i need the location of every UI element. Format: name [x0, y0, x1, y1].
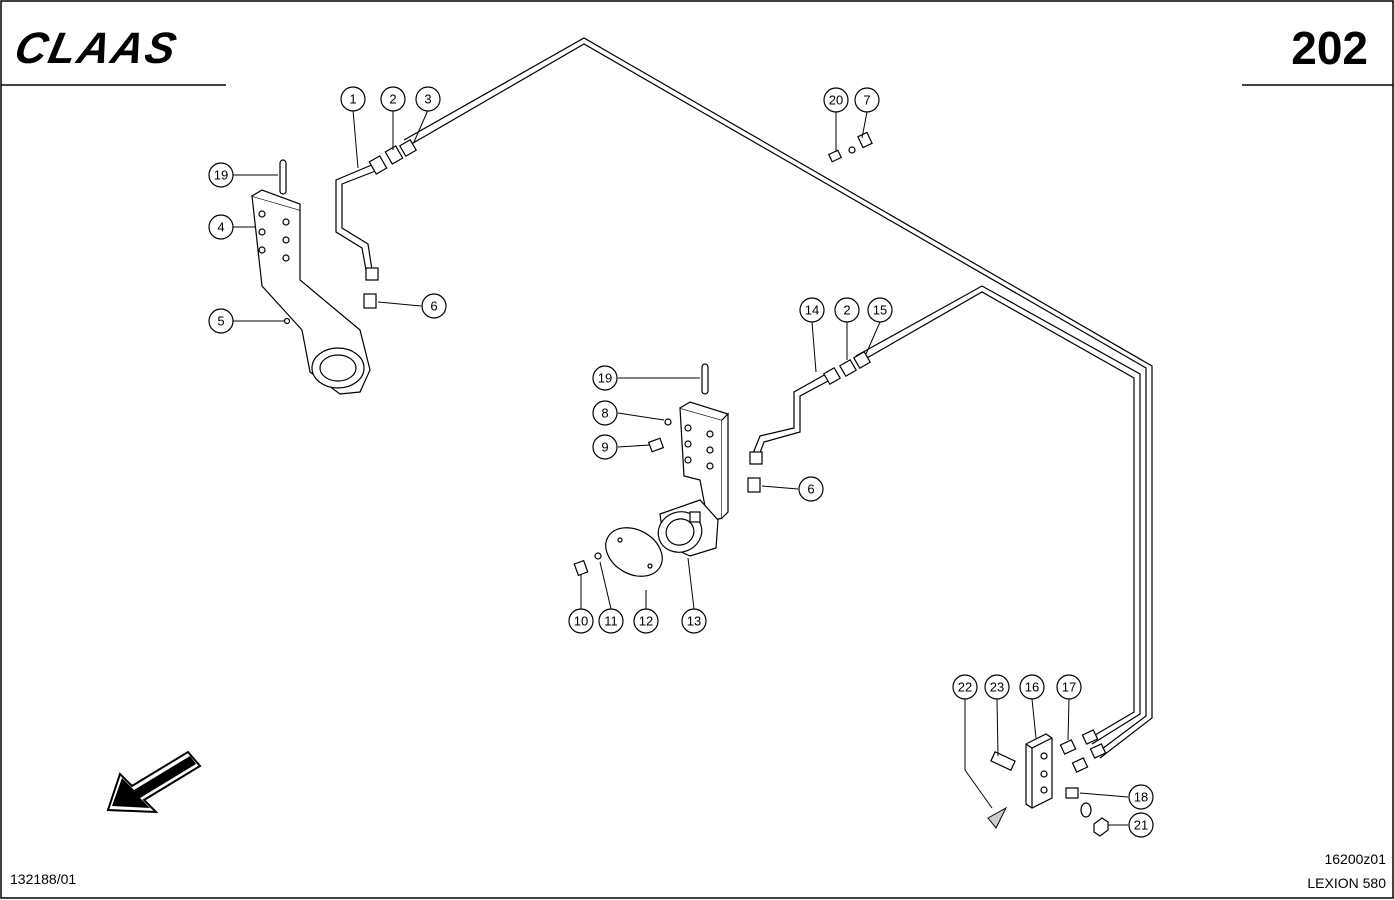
svg-text:17: 17	[1062, 680, 1076, 695]
bolt-10	[573, 559, 589, 577]
svg-text:8: 8	[601, 406, 608, 421]
callout-20: 20	[823, 87, 849, 113]
callout-19b: 19	[592, 365, 618, 391]
svg-text:13: 13	[687, 614, 701, 629]
hydraulic-pipe-left-short	[335, 163, 379, 271]
drawing-code-left: 132188/01	[10, 871, 76, 887]
callout-15: 15	[867, 297, 893, 323]
callout-5: 5	[208, 308, 234, 334]
callout-7: 7	[854, 87, 880, 113]
callout-16: 16	[1019, 674, 1045, 700]
fitting-union-2	[822, 350, 872, 386]
bolt-23	[990, 751, 1016, 771]
svg-text:16: 16	[1025, 680, 1039, 695]
callout-6b: 6	[798, 476, 824, 502]
hydraulic-pipe-second	[855, 285, 1141, 745]
fittings-17	[1059, 729, 1107, 773]
svg-text:2: 2	[843, 303, 850, 318]
direction-arrow-icon	[106, 750, 202, 814]
callout-12: 12	[633, 608, 659, 634]
svg-text:7: 7	[863, 93, 870, 108]
washer-8	[664, 418, 672, 426]
drawing-code-right: 16200z01	[1324, 851, 1386, 867]
callout-21: 21	[1128, 812, 1154, 838]
callout-11: 11	[598, 608, 624, 634]
callout-23: 23	[984, 674, 1010, 700]
cover-disc-12	[605, 527, 663, 577]
distribution-block-16	[1025, 733, 1053, 809]
svg-text:10: 10	[574, 614, 588, 629]
svg-text:2: 2	[389, 92, 396, 107]
svg-text:20: 20	[829, 93, 843, 108]
callout-13: 13	[681, 608, 707, 634]
svg-text:4: 4	[217, 220, 224, 235]
svg-text:15: 15	[873, 303, 887, 318]
key-pin-19a	[279, 159, 287, 195]
callout-2b: 2	[834, 297, 860, 323]
svg-text:6: 6	[807, 482, 814, 497]
callout-6a: 6	[421, 293, 447, 319]
svg-text:23: 23	[990, 680, 1004, 695]
fitting-elbow-6b	[747, 451, 763, 493]
brand-logo: CLAAS	[11, 24, 183, 72]
svg-text:22: 22	[958, 680, 972, 695]
svg-text:9: 9	[601, 440, 608, 455]
svg-text:19: 19	[214, 168, 228, 183]
leader-lines	[233, 109, 1129, 826]
model-name: LEXION 580	[1307, 875, 1386, 891]
callout-19a: 19	[208, 162, 234, 188]
hydraulic-pipe-long	[403, 37, 1153, 759]
page-number: 202	[1291, 22, 1368, 74]
callout-17: 17	[1056, 674, 1082, 700]
fitting-elbow-6a	[363, 267, 379, 309]
washer-11	[594, 552, 602, 560]
bracket-arm-4	[251, 189, 371, 395]
svg-text:11: 11	[604, 614, 618, 629]
svg-text:1: 1	[349, 92, 356, 107]
callout-3: 3	[415, 86, 441, 112]
callout-8: 8	[592, 400, 618, 426]
fitting-18	[1065, 787, 1079, 799]
callout-10: 10	[568, 608, 594, 634]
callout-18: 18	[1128, 784, 1154, 810]
callout-2a: 2	[380, 86, 406, 112]
callout-9: 9	[592, 434, 618, 460]
brand-text: CLAAS	[11, 24, 183, 72]
bolt-20	[827, 131, 873, 163]
sealant-cone-22	[987, 806, 1008, 829]
svg-text:6: 6	[430, 299, 437, 314]
svg-text:19: 19	[598, 371, 612, 386]
svg-text:5: 5	[217, 314, 224, 329]
clamp-sleeve-13	[657, 499, 719, 557]
callout-14: 14	[799, 297, 825, 323]
washer-nut-21	[1080, 802, 1109, 837]
svg-text:3: 3	[424, 92, 431, 107]
callout-1: 1	[340, 86, 366, 112]
grease-nipple-5	[283, 317, 291, 325]
hydraulic-pipe-middle-short	[751, 373, 831, 459]
key-pin-19b	[701, 363, 709, 395]
svg-text:18: 18	[1134, 790, 1148, 805]
callout-4: 4	[208, 214, 234, 240]
callout-22: 22	[952, 674, 978, 700]
svg-text:12: 12	[639, 614, 653, 629]
svg-text:14: 14	[805, 303, 819, 318]
svg-text:21: 21	[1134, 818, 1148, 833]
bolt-9	[647, 437, 665, 453]
fitting-union-1	[368, 138, 418, 175]
